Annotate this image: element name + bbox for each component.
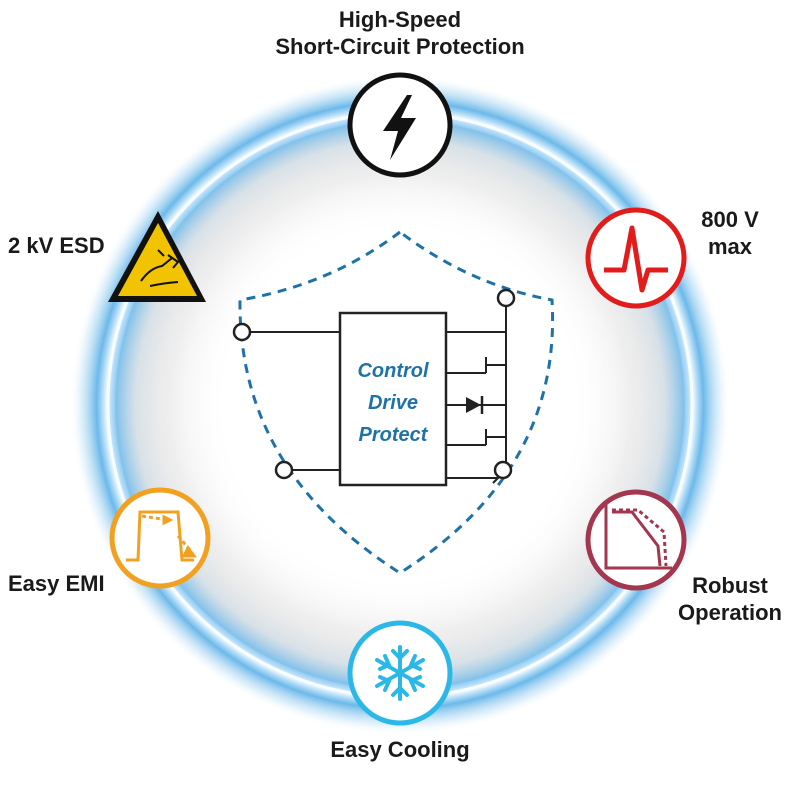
label-emi-text: Easy EMI: [8, 571, 105, 596]
emi-badge: [109, 487, 211, 589]
robust-badge: [585, 489, 687, 591]
short-circuit-badge: [347, 72, 453, 178]
label-cooling-text: Easy Cooling: [330, 737, 470, 762]
shield-outline: [238, 230, 555, 575]
gate-driver-box: [338, 311, 448, 487]
core-protect: Protect: [358, 424, 428, 446]
label-robust-line2: Operation: [678, 600, 782, 625]
label-voltage: 800 V max: [690, 206, 770, 260]
label-short-circuit-line1: High-Speed: [338, 7, 462, 32]
core-drive: Drive: [367, 392, 419, 414]
snowflake-icon: [375, 645, 425, 701]
circuit-schematic: [232, 288, 516, 487]
label-robust: Robust Operation: [668, 572, 792, 626]
lightning-icon: [383, 95, 416, 160]
label-short-circuit-line2: Short-Circuit Protection: [275, 34, 525, 59]
emi-pulse-icon: [126, 510, 197, 562]
diode-icon: [466, 396, 484, 414]
cooling-badge: [347, 620, 453, 726]
core-control: Control: [357, 360, 429, 382]
voltage-spike-icon: [604, 225, 668, 293]
soa-curve-icon: [604, 504, 672, 570]
voltage-badge: [585, 207, 687, 309]
label-esd: 2 kV ESD: [8, 232, 105, 259]
label-emi: Easy EMI: [8, 570, 105, 597]
label-voltage-line2: max: [707, 234, 753, 259]
label-cooling: Easy Cooling: [300, 736, 500, 763]
esd-badge: [108, 211, 206, 302]
esd-warning-icon: [140, 249, 180, 287]
label-short-circuit: High-Speed Short-Circuit Protection: [230, 6, 570, 60]
label-robust-line1: Robust: [692, 573, 768, 598]
core-functions: Control Drive Protect: [340, 355, 446, 451]
label-voltage-line1: 800 V: [701, 207, 759, 232]
label-esd-text: 2 kV ESD: [8, 233, 105, 258]
